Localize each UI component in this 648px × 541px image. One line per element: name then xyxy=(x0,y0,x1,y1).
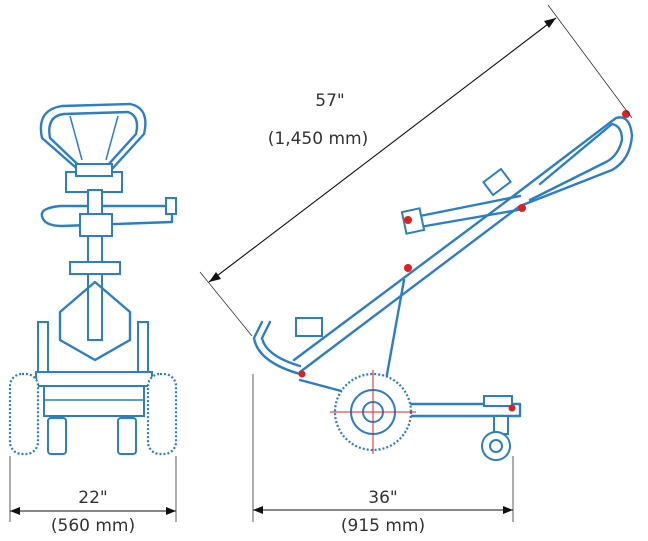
depth-imperial-label: 36" xyxy=(368,488,397,508)
marker-dot xyxy=(508,404,516,412)
side-rear-hook xyxy=(252,320,302,376)
side-view xyxy=(252,110,634,461)
front-handle xyxy=(39,102,147,182)
marker-dot xyxy=(404,264,412,272)
front-right-wheel xyxy=(146,372,178,456)
width-imperial-label: 22" xyxy=(78,488,107,508)
side-main-rail-lower xyxy=(298,204,522,374)
length-metric-label: (1,450 mm) xyxy=(268,129,368,149)
marker-dot xyxy=(518,204,526,212)
side-arm xyxy=(408,194,522,230)
width-dimension: 22" (560 mm) xyxy=(9,456,177,536)
width-metric-label: (560 mm) xyxy=(51,516,135,536)
front-base-frame xyxy=(35,371,153,387)
depth-dimension: 36" (915 mm) xyxy=(252,374,514,536)
front-view xyxy=(8,102,178,456)
marker-dot xyxy=(404,216,412,224)
front-left-wheel xyxy=(8,372,40,456)
length-dimension: 57" (1,450 mm) xyxy=(199,4,633,337)
front-lower-plate xyxy=(58,280,132,362)
front-right-caster xyxy=(117,417,137,455)
depth-metric-label: (915 mm) xyxy=(341,516,425,536)
front-cross-arm xyxy=(40,204,174,228)
marker-dot xyxy=(298,370,306,378)
side-handle xyxy=(514,116,634,208)
front-left-caster xyxy=(47,417,67,455)
front-mid-clamp xyxy=(69,261,121,275)
length-imperial-label: 57" xyxy=(315,91,344,111)
